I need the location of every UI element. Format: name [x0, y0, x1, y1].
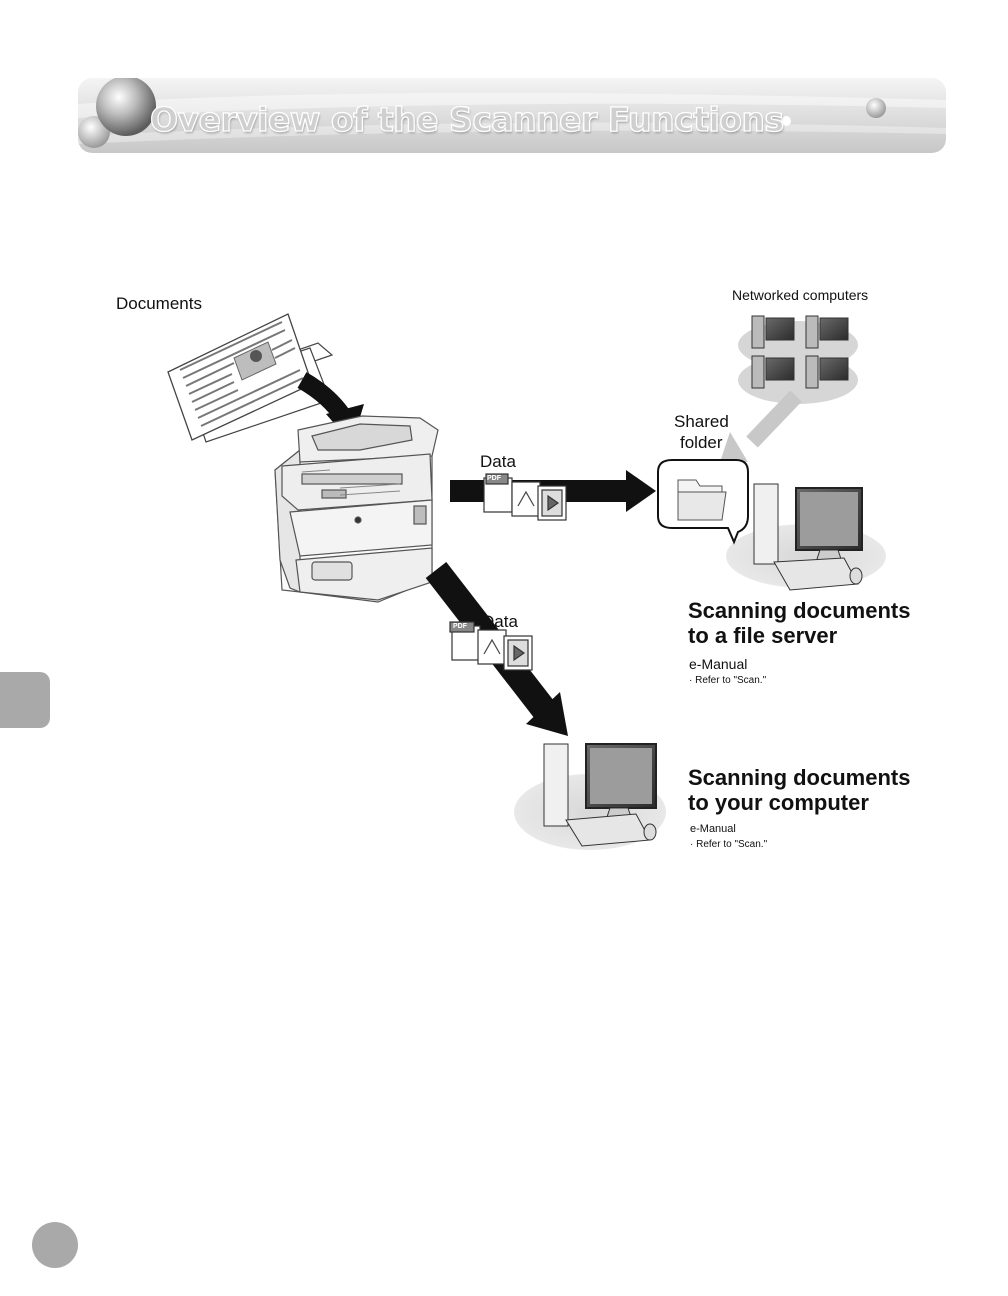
chapter-side-tab	[0, 672, 50, 728]
shared-folder-label-line1: Shared	[674, 412, 729, 432]
pdf-tag-bottom: PDF	[453, 623, 467, 630]
networked-computers-label: Networked computers	[732, 287, 868, 303]
shared-folder-bubble	[658, 460, 748, 542]
file-server-emanual-title: e-Manual	[689, 656, 747, 672]
file-server-illustration	[726, 484, 886, 590]
computer-heading-line2: to your computer	[688, 790, 869, 815]
page-number-marker	[32, 1222, 78, 1268]
networked-to-folder-arrow	[720, 396, 796, 462]
file-server-heading-line1: Scanning documents	[688, 598, 910, 623]
shared-folder-label-line2: folder	[680, 433, 723, 453]
scanner-illustration	[275, 416, 438, 602]
file-server-heading-line2: to a file server	[688, 623, 837, 648]
computer-emanual-ref[interactable]: · Refer to "Scan."	[690, 839, 767, 850]
computer-emanual-title: e-Manual	[690, 823, 736, 835]
computer-heading-line1: Scanning documents	[688, 765, 910, 790]
data-label-top: Data	[480, 452, 516, 472]
documents-label: Documents	[116, 294, 202, 314]
your-computer-illustration	[514, 744, 666, 850]
file-server-emanual-ref[interactable]: · Refer to "Scan."	[689, 675, 766, 686]
data-label-bottom: Data	[482, 612, 518, 632]
networked-computers-illustration	[738, 316, 858, 404]
pdf-tag-top: PDF	[487, 475, 501, 482]
